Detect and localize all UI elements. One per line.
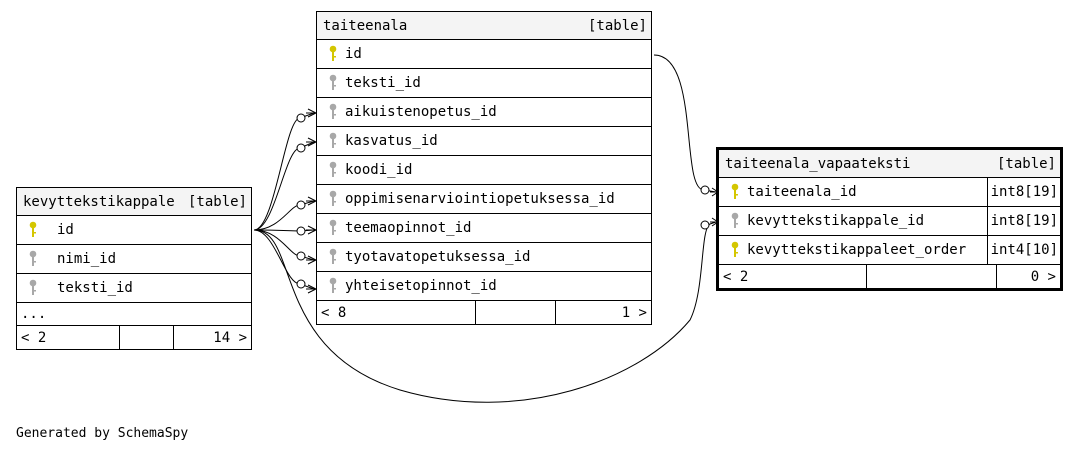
parents-count[interactable]: < 2 [21,329,47,346]
rows-count [866,265,996,288]
foreign-key-icon [323,277,343,295]
column-type: int8[19] [986,178,1060,206]
column-row[interactable]: kevyttekstikappaleet_order int4[10] [719,236,1060,265]
column-row[interactable]: yhteisetopinnot_id [317,272,651,301]
column-row[interactable]: aikuistenopetus_id [317,98,651,127]
column-name: yhteisetopinnot_id [345,278,497,294]
column-name: kevyttekstikappaleet_order [747,242,967,258]
primary-key-icon [323,45,343,63]
column-row[interactable]: teksti_id [317,69,651,98]
children-count[interactable]: 0 > [996,265,1060,288]
foreign-key-icon [323,161,343,179]
table-name: kevyttekstikappale [23,193,175,210]
foreign-key-icon [23,279,43,297]
table-footer: < 8 1 > [317,301,651,324]
primary-key-icon [725,183,745,201]
column-name: oppimisenarviointiopetuksessa_id [345,191,615,207]
crowfoot-marker [296,200,306,210]
column-name: teemaopinnot_id [345,220,472,236]
column-row[interactable]: tyotavatopetuksessa_id [317,243,651,272]
foreign-key-icon [323,248,343,266]
foreign-key-icon [323,219,343,237]
table-taiteenala-vapaateksti[interactable]: taiteenala_vapaateksti [table] taiteenal… [716,147,1063,291]
parents-count[interactable]: < 8 [321,304,347,321]
column-name: tyotavatopetuksessa_id [345,249,531,265]
column-name: kevyttekstikappale_id [747,213,925,229]
table-footer: < 2 14 > [17,326,251,349]
crowfoot-marker [296,251,306,261]
parents-count[interactable]: < 2 [723,268,749,285]
edge-kevyttekstikappale-id [253,221,717,403]
column-row[interactable]: kevyttekstikappale_id int8[19] [719,207,1060,236]
table-header[interactable]: taiteenala [table] [317,12,651,40]
table-kind: [table] [587,17,647,34]
table-kevyttekstikappale[interactable]: kevyttekstikappale [table] id nimi_id te… [16,187,252,350]
column-name: koodi_id [345,162,413,178]
rows-count [475,301,555,324]
column-row[interactable]: teemaopinnot_id [317,214,651,243]
column-row[interactable]: kasvatus_id [317,127,651,156]
column-name: kasvatus_id [345,133,438,149]
column-row[interactable]: teksti_id [17,274,251,303]
edge-yhteisetopinnot [253,229,315,290]
column-row[interactable]: koodi_id [317,156,651,185]
children-count[interactable]: 1 > [555,301,651,324]
crowfoot-marker [296,279,306,289]
foreign-key-icon [323,132,343,150]
crowfoot-marker [296,143,306,153]
column-row[interactable]: id [17,216,251,245]
column-name: taiteenala_id [747,184,857,200]
column-name: nimi_id [57,251,117,267]
crowfoot-marker [700,185,710,195]
primary-key-icon [23,221,43,239]
primary-key-icon [725,241,745,259]
table-header[interactable]: kevyttekstikappale [table] [17,188,251,216]
column-name: id [345,46,362,62]
table-header[interactable]: taiteenala_vapaateksti [table] [719,150,1060,178]
table-taiteenala[interactable]: taiteenala [table] id teksti_id aikuiste… [316,11,652,325]
table-name: taiteenala [323,17,408,34]
generated-by-label: Generated by SchemaSpy [16,426,189,441]
table-name: taiteenala_vapaateksti [725,155,911,172]
more-columns[interactable]: ... [17,303,251,326]
column-row[interactable]: taiteenala_id int8[19] [719,178,1060,207]
foreign-key-icon [23,250,43,268]
column-name: teksti_id [345,75,421,91]
column-row[interactable]: id [317,40,651,69]
edge-aikuistenopetus [253,112,315,231]
column-type: int8[19] [986,207,1060,235]
foreign-key-icon [725,212,745,230]
column-row[interactable]: oppimisenarviointiopetuksessa_id [317,185,651,214]
column-row[interactable]: nimi_id [17,245,251,274]
column-type: int4[10] [986,236,1060,264]
table-kind: [table] [996,155,1056,172]
column-name: id [57,222,74,238]
children-count[interactable]: 14 > [173,326,251,349]
crowfoot-marker [296,113,306,123]
rows-count [119,326,173,349]
foreign-key-icon [323,190,343,208]
column-name: teksti_id [57,280,133,296]
crowfoot-marker [700,220,710,230]
foreign-key-icon [323,103,343,121]
table-footer: < 2 0 > [719,265,1060,288]
foreign-key-icon [323,74,343,92]
crowfoot-marker [296,226,306,236]
edge-taiteenala-id [653,54,717,193]
table-kind: [table] [187,193,247,210]
column-name: aikuistenopetus_id [345,104,497,120]
